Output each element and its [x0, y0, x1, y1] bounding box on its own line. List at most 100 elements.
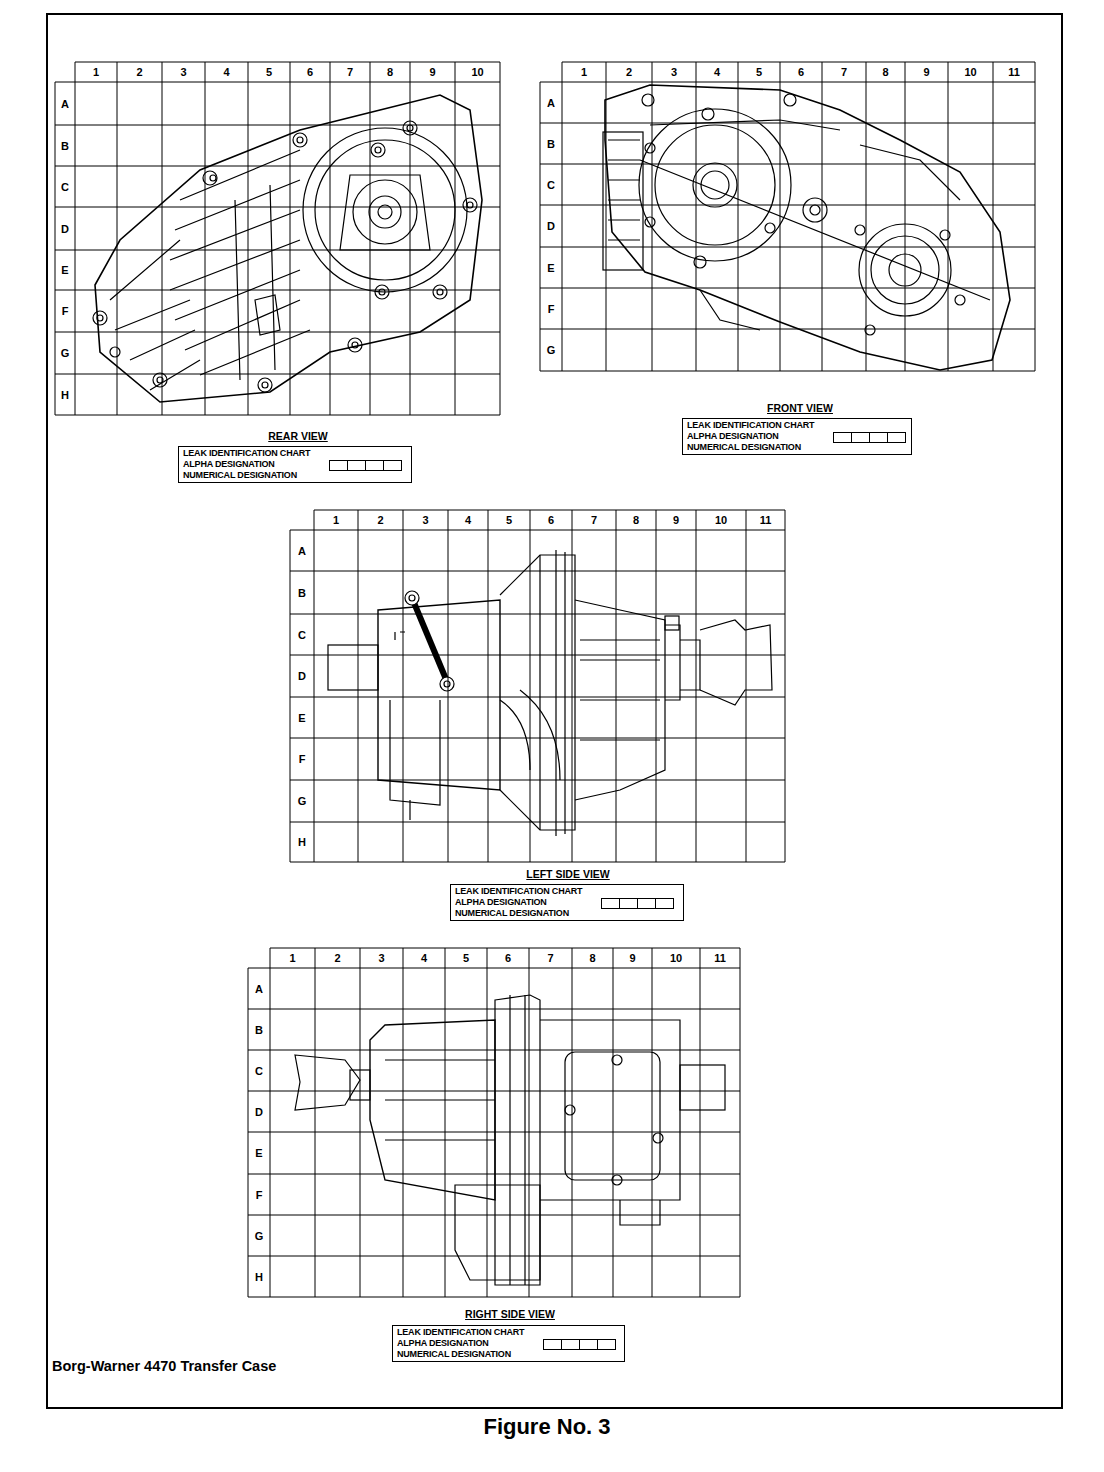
grid-line	[410, 62, 411, 415]
chart-text-run: LEAK IDENTIFICATION CHART	[397, 1327, 524, 1337]
grid-line	[360, 948, 361, 1297]
grid-number: 5	[266, 67, 272, 78]
grid-letter: F	[299, 754, 306, 765]
grid-letter: E	[298, 712, 305, 723]
grid-number: 6	[798, 67, 804, 78]
grid-number: 2	[626, 67, 632, 78]
grid-line	[290, 614, 785, 615]
grid-number: 5	[756, 67, 762, 78]
grid-number: 8	[387, 67, 393, 78]
grid-line	[606, 62, 607, 371]
grid-number: 3	[422, 515, 428, 526]
grid-number: 5	[463, 953, 469, 964]
grid-number: 6	[505, 953, 511, 964]
grid-letter: H	[298, 837, 306, 848]
grid-line	[529, 948, 530, 1297]
grid-number: 7	[347, 67, 353, 78]
grid-line	[117, 62, 118, 415]
grid-number: 9	[629, 953, 635, 964]
grid-letter: A	[547, 97, 555, 108]
grid-number: 4	[465, 515, 471, 526]
view-title: FRONT VIEW	[767, 403, 833, 414]
rear-view-drawing	[93, 95, 482, 402]
grid-number: 2	[377, 515, 383, 526]
grid-number: 1	[581, 67, 587, 78]
grid-number: 8	[882, 67, 888, 78]
grid-line	[540, 288, 1035, 289]
grid-number: 10	[670, 953, 682, 964]
grid-line	[358, 510, 359, 862]
chart-text: NUMERICAL DESIGNATION	[393, 1349, 624, 1360]
grid-line	[948, 62, 949, 371]
entry-cell	[597, 1339, 616, 1350]
grid-line	[55, 82, 56, 415]
grid-letter: B	[298, 587, 306, 598]
entry-cell	[655, 898, 674, 909]
grid-line	[500, 62, 501, 415]
grid-letter: C	[255, 1065, 263, 1076]
grid-line	[248, 1297, 740, 1298]
entry-cell	[543, 1339, 562, 1350]
grid-line	[746, 510, 747, 862]
leak-identification-chart: LEAK IDENTIFICATION CHARTALPHA DESIGNATI…	[178, 446, 412, 483]
grid-line	[652, 948, 653, 1297]
grid-number: 11	[714, 953, 726, 964]
grid-number: 7	[841, 67, 847, 78]
grid-line	[248, 1009, 740, 1010]
grid-line	[314, 510, 315, 862]
entry-cell	[601, 898, 620, 909]
grid-line	[248, 1256, 740, 1257]
grid-line	[248, 62, 249, 415]
grid-number: 2	[136, 67, 142, 78]
view-title: REAR VIEW	[268, 431, 328, 442]
entry-cell	[869, 432, 888, 443]
grid-line	[455, 62, 456, 415]
grid-line	[540, 82, 1035, 83]
grid-line	[616, 510, 617, 862]
grid-letter: D	[298, 671, 306, 682]
chart-text: LEAK IDENTIFICATION CHART	[683, 420, 911, 431]
grid-number: 1	[93, 67, 99, 78]
grid-letter: B	[255, 1024, 263, 1035]
entry-cell	[329, 460, 348, 471]
grid-line	[530, 510, 531, 862]
grid-line	[540, 247, 1035, 248]
chart-text-run: ALPHA DESIGNATION	[397, 1338, 489, 1348]
grid-line	[314, 510, 785, 511]
grid-line	[572, 510, 573, 862]
grid-number: 7	[547, 953, 553, 964]
grid-letter: F	[548, 303, 555, 314]
chart-text-run: LEAK IDENTIFICATION CHART	[455, 886, 582, 896]
grid-line	[488, 510, 489, 862]
grid-line	[248, 1215, 740, 1216]
grid-number: 11	[1008, 67, 1020, 78]
entry-cell	[579, 1339, 598, 1350]
figure-subtitle: Borg-Warner 4470 Transfer Case	[52, 1359, 276, 1374]
grid-line	[572, 948, 573, 1297]
view-title: LEFT SIDE VIEW	[526, 869, 609, 880]
grid-line	[785, 510, 786, 862]
grid-line	[780, 62, 781, 371]
grid-line	[162, 62, 163, 415]
grid-line	[993, 62, 994, 371]
grid-line	[315, 948, 316, 1297]
entry-cell	[619, 898, 638, 909]
grid-line	[290, 530, 291, 862]
grid-line	[540, 371, 1035, 372]
grid-line	[75, 62, 76, 415]
grid-number: 10	[715, 515, 727, 526]
grid-line	[700, 948, 701, 1297]
grid-number: 4	[421, 953, 427, 964]
grid-line	[448, 510, 449, 862]
grid-line	[290, 571, 785, 572]
grid-letter: G	[547, 345, 556, 356]
left-side-view-drawing	[328, 550, 772, 836]
grid-line	[403, 510, 404, 862]
grid-line	[613, 948, 614, 1297]
grid-letter: H	[61, 389, 69, 400]
grid-number: 8	[589, 953, 595, 964]
grid-letter: E	[547, 262, 554, 273]
chart-text-run: NUMERICAL DESIGNATION	[183, 470, 297, 480]
grid-number: 10	[471, 67, 483, 78]
grid-number: 7	[591, 515, 597, 526]
